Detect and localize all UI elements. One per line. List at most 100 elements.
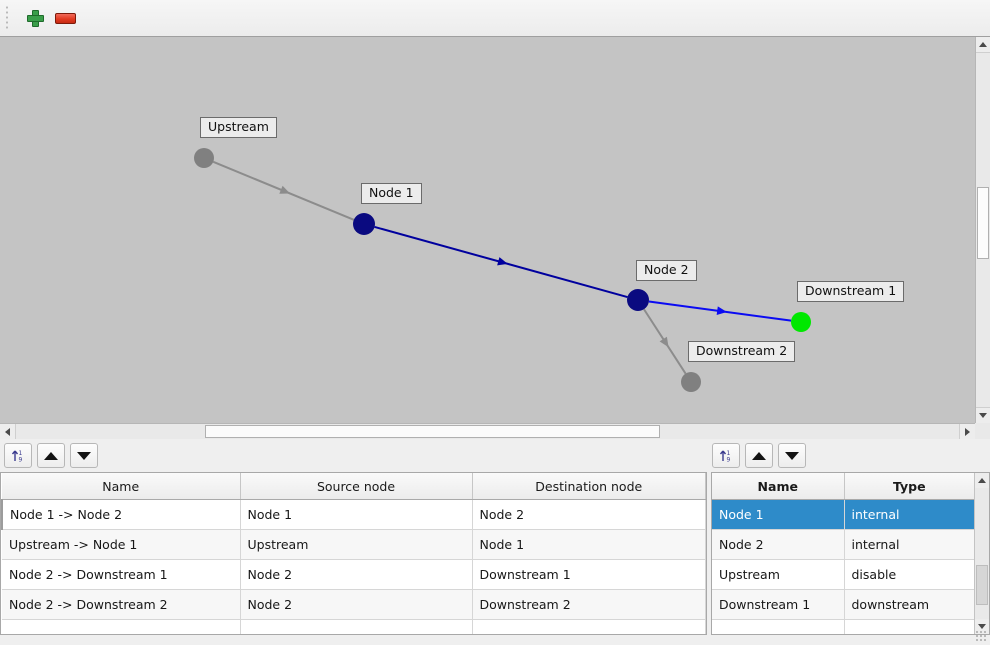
svg-text:1: 1 — [18, 450, 22, 457]
column-header[interactable]: Type — [844, 473, 975, 500]
triangle-up-icon — [978, 478, 986, 483]
triangle-down-icon — [979, 413, 987, 418]
plus-icon — [26, 9, 44, 27]
graph-node-label[interactable]: Downstream 2 — [688, 341, 796, 362]
table-cell[interactable]: Node 1 -> Node 2 — [1, 499, 241, 530]
left-toolbar: 1 9 — [4, 443, 98, 469]
graph-node[interactable] — [681, 372, 701, 392]
table-cell[interactable]: Upstream — [712, 559, 845, 590]
right-sort-button[interactable]: 1 9 — [712, 443, 740, 468]
table-cell[interactable]: Node 2 -> Downstream 2 — [2, 589, 241, 620]
table-cell[interactable]: Node 2 — [240, 559, 473, 590]
column-header[interactable]: Source node — [240, 473, 473, 500]
triangle-up-icon — [979, 42, 987, 47]
table-cell[interactable]: Downstream 2 — [472, 589, 706, 620]
table-cell[interactable]: Node 1 — [240, 499, 473, 530]
table-cell[interactable]: Node 2 — [240, 589, 473, 620]
table-cell[interactable]: internal — [844, 499, 975, 530]
table-cell[interactable]: Node 1 — [712, 499, 845, 530]
scroll-right-button[interactable] — [959, 424, 975, 439]
table-cell[interactable]: downstream — [844, 589, 975, 620]
triangle-down-icon — [978, 624, 986, 629]
graph-node[interactable] — [353, 213, 375, 235]
scroll-down-button[interactable] — [976, 407, 990, 423]
column-header[interactable]: Destination node — [472, 473, 706, 500]
table-cell[interactable]: Downstream 1 — [712, 589, 845, 620]
toolbar-drag-handle[interactable] — [4, 6, 14, 30]
column-header[interactable]: Name — [2, 473, 241, 500]
table-cell[interactable]: Upstream -> Node 1 — [2, 529, 241, 560]
scroll-up-button[interactable] — [975, 473, 989, 488]
right-move-up-button[interactable] — [745, 443, 773, 468]
table-cell[interactable]: Node 2 -> Downstream 1 — [2, 559, 241, 590]
add-node-button[interactable] — [20, 3, 50, 33]
sort-icon: 1 9 — [719, 450, 730, 464]
window-resize-grip[interactable] — [975, 630, 988, 643]
edge-arrow-icon — [497, 257, 508, 266]
triangle-up-icon — [44, 451, 58, 460]
right-move-down-button[interactable] — [778, 443, 806, 468]
table-cell-empty — [2, 619, 241, 634]
graph-node[interactable] — [194, 148, 214, 168]
sort-icon: 1 9 — [11, 450, 22, 463]
minus-icon — [54, 12, 76, 24]
left-move-down-button[interactable] — [70, 443, 98, 468]
triangle-up-icon — [752, 451, 766, 460]
table-cell[interactable]: Node 2 — [472, 499, 706, 530]
remove-node-button[interactable] — [50, 3, 80, 33]
graph-node-label[interactable]: Downstream 1 — [797, 281, 905, 302]
edge-arrow-icon — [279, 185, 291, 194]
horizontal-scroll-thumb[interactable] — [205, 425, 660, 438]
left-sort-button[interactable]: 1 9 — [4, 443, 32, 468]
graph-node[interactable] — [791, 312, 811, 332]
triangle-right-icon — [965, 427, 970, 436]
scroll-up-button[interactable] — [976, 37, 990, 53]
graph-node-label[interactable]: Upstream — [200, 117, 277, 138]
graph-node-label[interactable]: Node 1 — [361, 183, 422, 204]
table-cell[interactable]: disable — [844, 559, 975, 590]
table-cell[interactable]: internal — [844, 529, 975, 560]
table-cell[interactable]: Node 2 — [712, 529, 845, 560]
scroll-left-button[interactable] — [0, 424, 16, 439]
table-cell[interactable]: Node 1 — [472, 529, 706, 560]
column-header[interactable]: Name — [712, 473, 845, 500]
nodes-table-scrollbar[interactable] — [974, 473, 989, 634]
table-cell-empty — [240, 619, 473, 634]
table-cell[interactable]: Upstream — [240, 529, 473, 560]
table-cell[interactable]: Downstream 1 — [472, 559, 706, 590]
bottom-panels: 1 9 1 9 — [0, 441, 990, 645]
nodes-scroll-thumb[interactable] — [976, 565, 988, 605]
right-toolbar: 1 9 — [712, 443, 806, 469]
triangle-left-icon — [5, 427, 10, 436]
table-empty-row — [2, 619, 706, 634]
triangle-down-icon — [77, 451, 91, 460]
toolbar — [0, 0, 990, 37]
vertical-scroll-thumb[interactable] — [977, 187, 989, 259]
edge-arrow-icon — [659, 336, 669, 348]
graph-node[interactable] — [627, 289, 649, 311]
svg-text:9: 9 — [726, 457, 730, 464]
triangle-down-icon — [785, 451, 799, 460]
graph-horizontal-scrollbar[interactable] — [0, 423, 975, 439]
table-cell-empty — [712, 619, 845, 634]
table-cell-empty — [844, 619, 975, 634]
graph-vertical-scrollbar[interactable] — [975, 37, 990, 423]
graph-node-label[interactable]: Node 2 — [636, 260, 697, 281]
scrollbar-corner — [975, 423, 990, 439]
table-cell-empty — [472, 619, 706, 634]
table-empty-row — [712, 619, 975, 634]
left-move-up-button[interactable] — [37, 443, 65, 468]
